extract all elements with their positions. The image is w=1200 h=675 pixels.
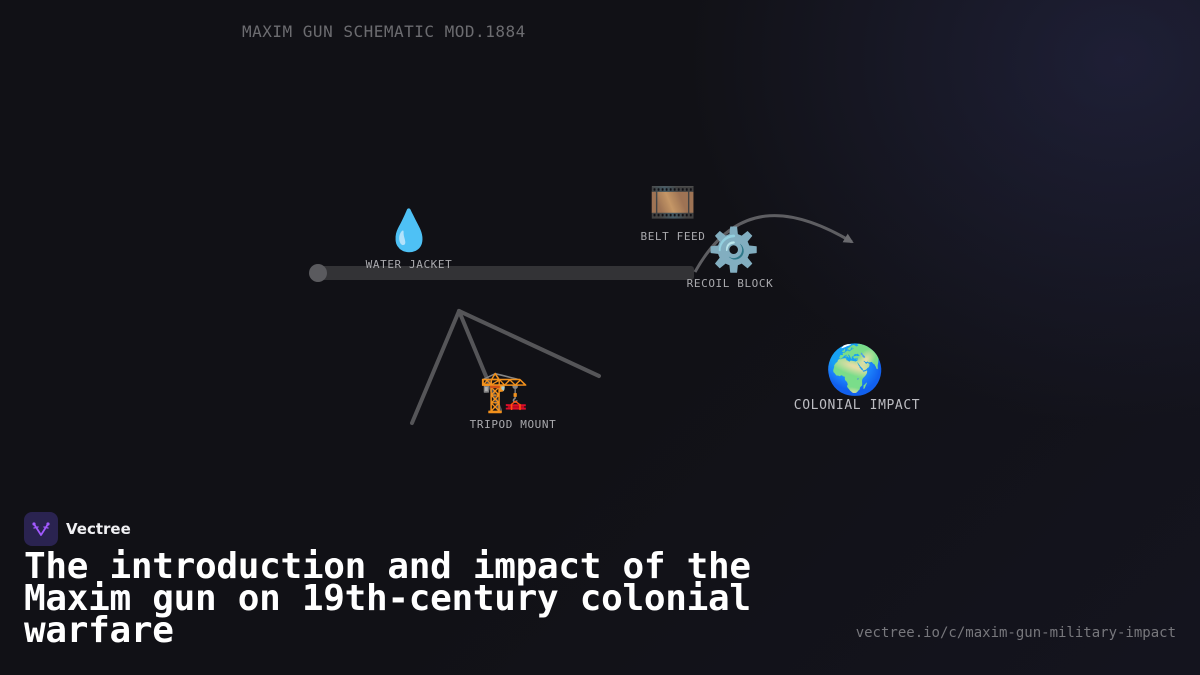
tripod-mount-label: TRIPOD MOUNT — [469, 418, 557, 431]
brand-name: Vectree — [66, 520, 131, 538]
headline: The introduction and impact of the Maxim… — [24, 546, 751, 651]
droplet-icon: 💧 — [384, 208, 434, 254]
source-url[interactable]: vectree.io/c/maxim-gun-military-impact — [855, 625, 1176, 641]
globe-icon: 🌍 — [825, 342, 885, 398]
tripod-leg-right — [457, 309, 601, 378]
gun-barrel — [318, 266, 694, 280]
gear-icon: ⚙️ — [707, 225, 761, 274]
water-jacket-label: WATER JACKET — [365, 258, 453, 271]
tripod-leg-center — [457, 309, 502, 412]
film-strip-icon: 🎞️ — [649, 180, 697, 224]
schematic-title: MAXIM GUN SCHEMATIC MOD.1884 — [242, 22, 526, 41]
vectree-logo-icon — [24, 512, 58, 546]
tripod-leg-left — [410, 309, 461, 425]
ejection-arrow — [693, 214, 854, 273]
barrel-muzzle — [309, 264, 327, 282]
colonial-impact-label: COLONIAL IMPACT — [793, 398, 921, 413]
brand[interactable]: Vectree — [24, 512, 131, 546]
belt-feed-label: BELT FEED — [640, 230, 706, 243]
crane-icon: 🏗️ — [479, 369, 529, 415]
recoil-block-label: RECOIL BLOCK — [686, 277, 774, 290]
